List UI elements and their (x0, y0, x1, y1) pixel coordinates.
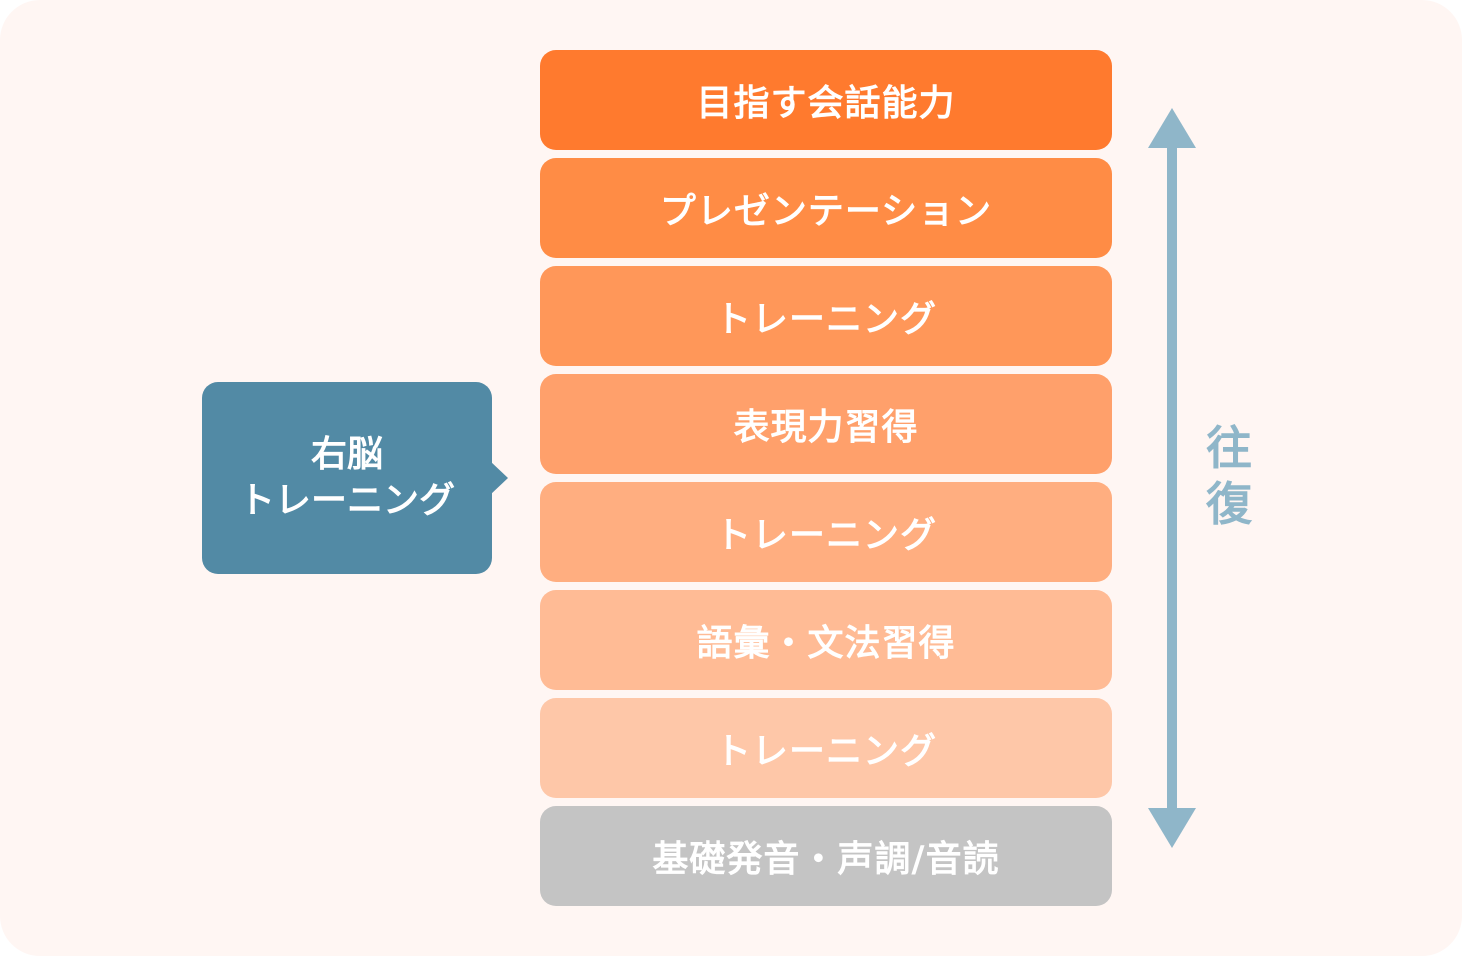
level-goal-label: 目指す会話能力 (696, 83, 956, 124)
level-training-2-label: トレーニング (714, 515, 937, 556)
level-vocabulary-grammar: 語彙・文法習得 (540, 590, 1112, 690)
level-training-1: トレーニング (540, 266, 1112, 366)
level-foundation-label: 基礎発音・声調/音読 (652, 839, 1000, 880)
callout-line-2: トレーニング (238, 480, 455, 521)
level-expression: 表現力習得 (540, 374, 1112, 474)
arrow-shaft (1167, 146, 1177, 812)
arrow-head-up (1148, 108, 1196, 148)
level-foundation: 基礎発音・声調/音読 (540, 806, 1112, 906)
level-vocabulary-grammar-label: 語彙・文法習得 (696, 623, 956, 664)
round-trip-label: 往復 (1206, 421, 1252, 531)
level-expression-label: 表現力習得 (733, 407, 919, 448)
callout-pointer (490, 461, 508, 495)
level-goal: 目指す会話能力 (540, 50, 1112, 150)
level-training-1-label: トレーニング (714, 299, 937, 340)
level-presentation: プレゼンテーション (540, 158, 1112, 258)
arrow-head-down (1148, 808, 1196, 848)
right-brain-callout: 右脳 トレーニング (202, 382, 492, 574)
level-training-3: トレーニング (540, 698, 1112, 798)
level-training-3-label: トレーニング (714, 731, 937, 772)
round-trip-arrow (1148, 108, 1196, 848)
level-presentation-label: プレゼンテーション (659, 191, 993, 232)
level-training-2: トレーニング (540, 482, 1112, 582)
callout-line-1: 右脳 (310, 434, 383, 475)
